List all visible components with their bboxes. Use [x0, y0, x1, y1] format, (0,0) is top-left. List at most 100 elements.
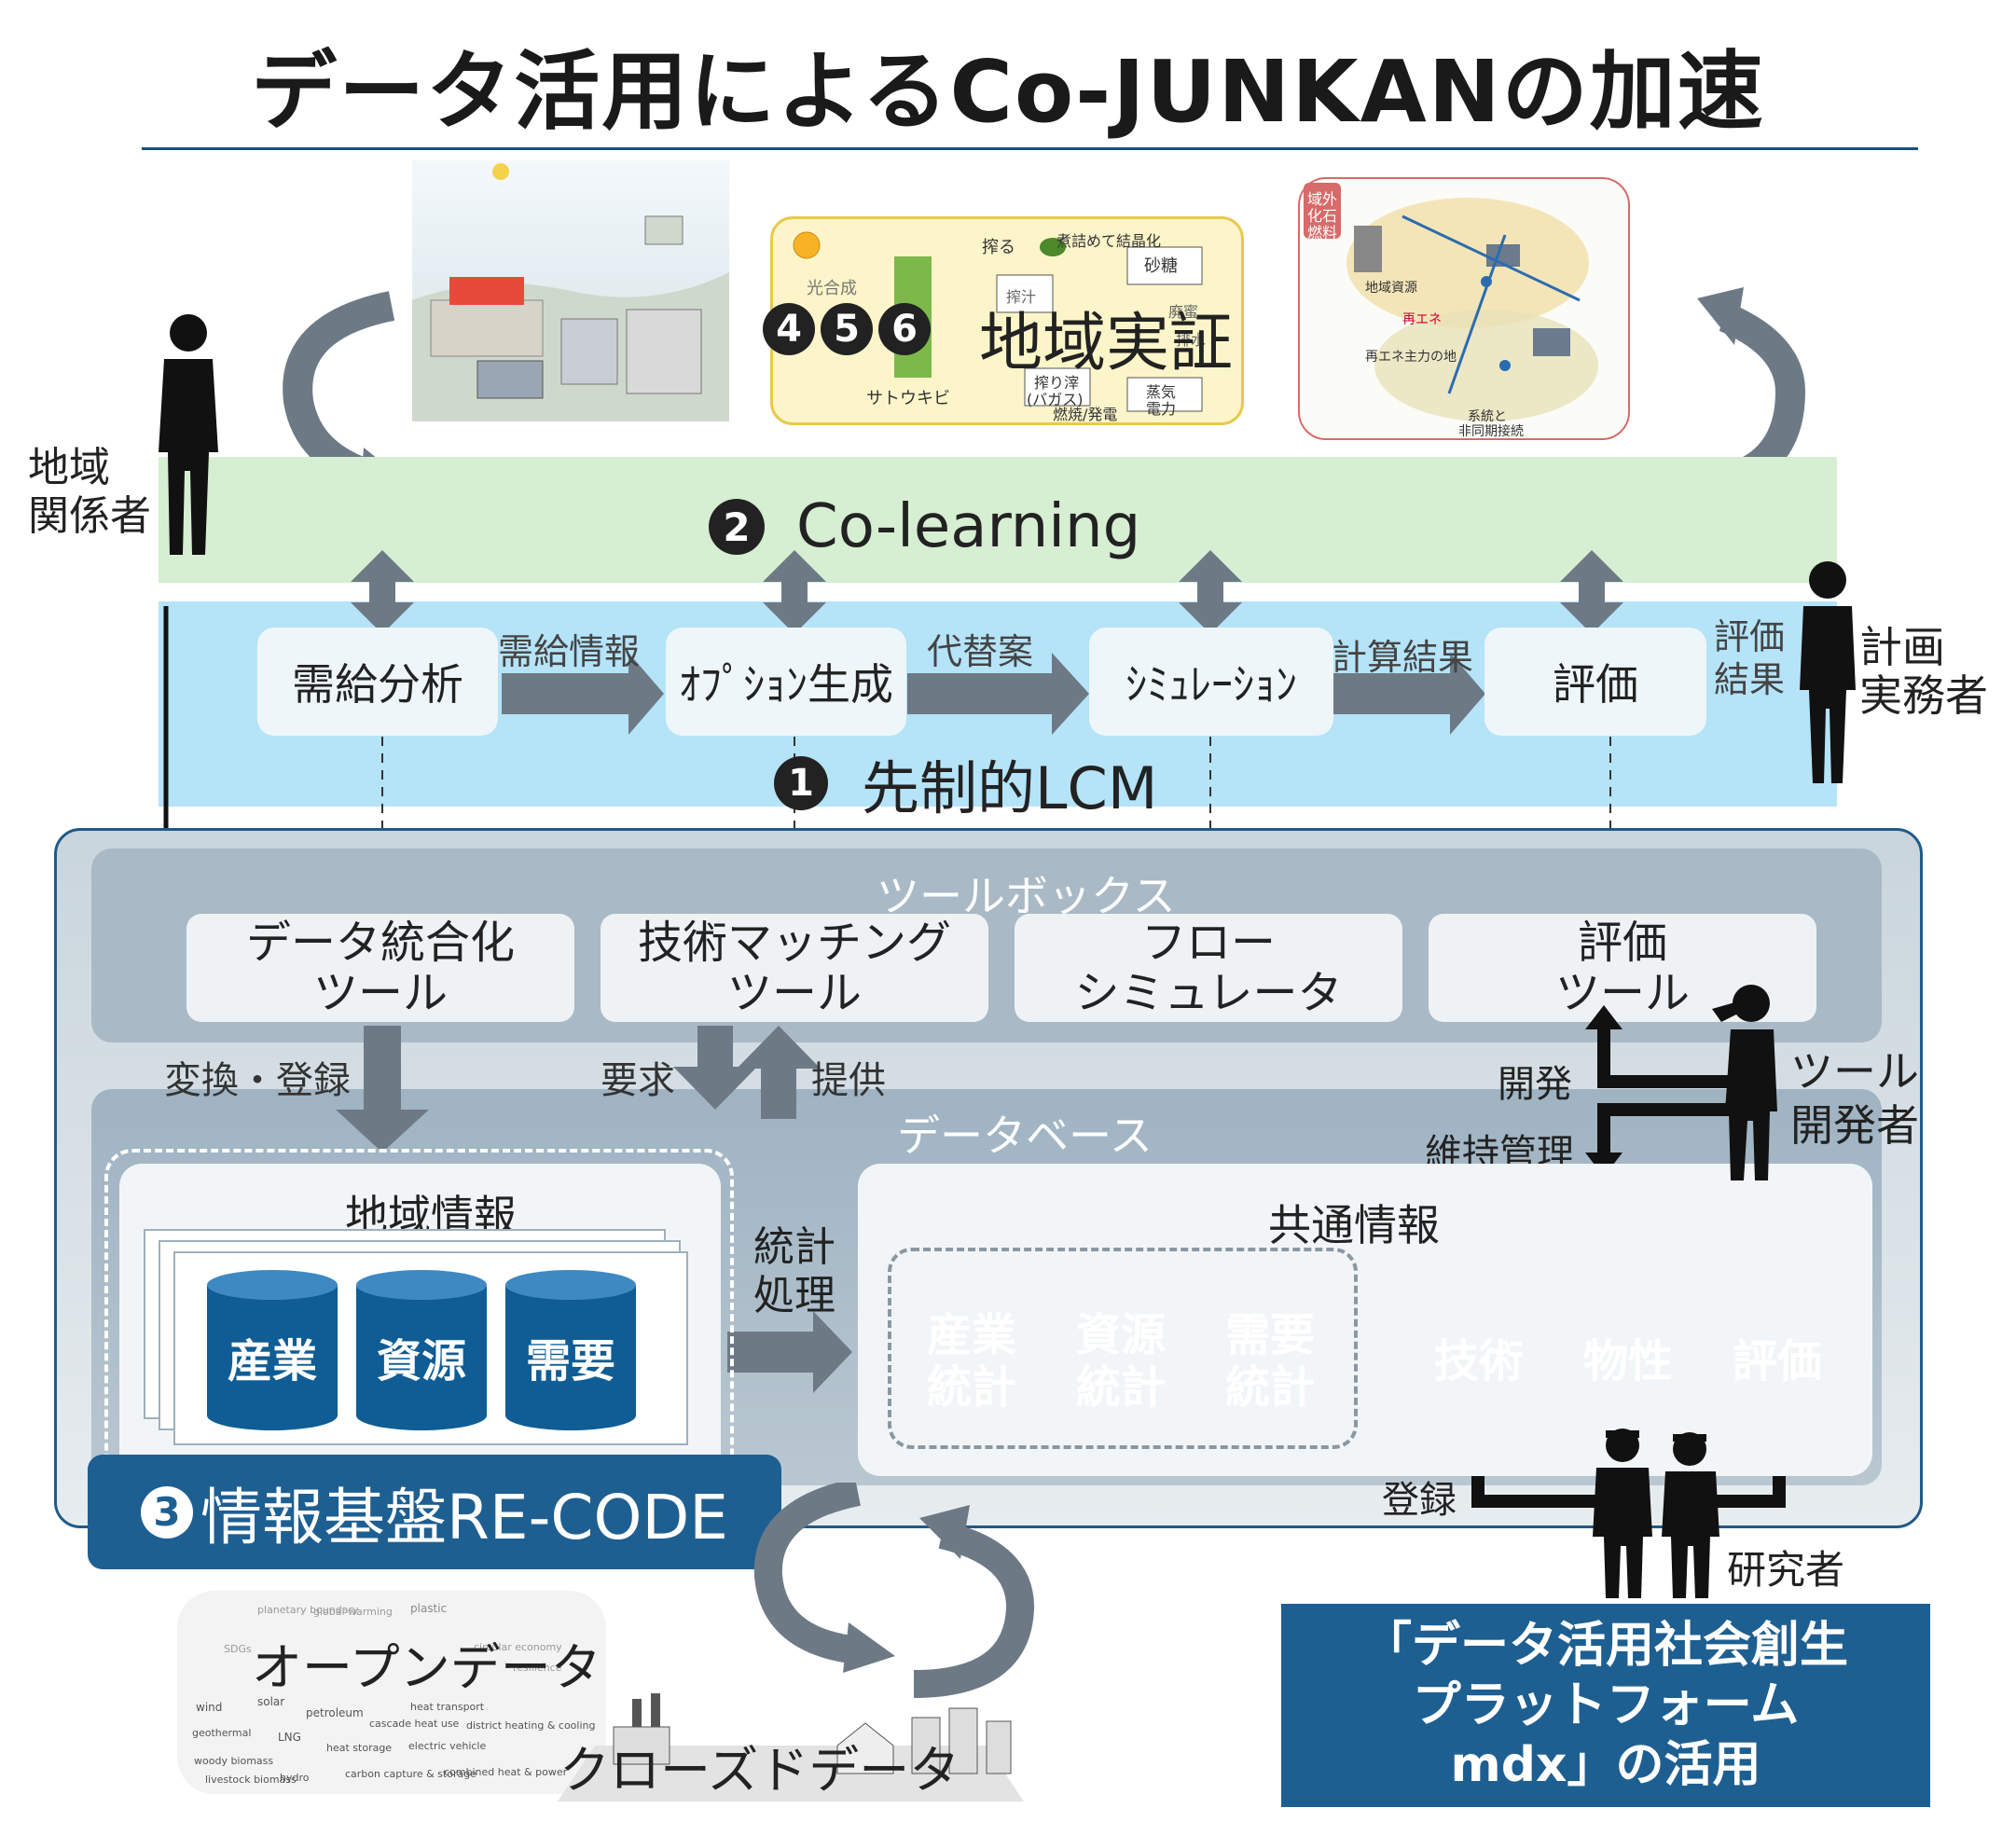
colearning-label: Co-learning [796, 492, 1141, 561]
mdx-line2: プラットフォーム [1412, 1677, 1800, 1733]
label-convert-register: 変換・登録 [164, 1059, 351, 1102]
label-request: 要求 [601, 1059, 675, 1102]
double-arrow-2 [763, 550, 826, 634]
planner-person-icon [1800, 561, 1856, 783]
process-label-bagasse: (バガス) [1027, 391, 1084, 408]
microgrid-thumbnail: 域外 化石 燃料 地域資源 再エネ 再エネ主力の地 系統と 非同期接続 [1298, 177, 1630, 440]
cloud-word-12: district heating & cooling [466, 1719, 596, 1732]
grid-label-system: 系統と [1468, 409, 1507, 424]
cylinder-properties-label: 物性 [1582, 1335, 1673, 1387]
cloud-word-13: geothermal [192, 1727, 252, 1739]
tool-developer-person-icon [1712, 985, 1777, 1180]
cloud-word-20: carbon capture & storage [345, 1768, 476, 1780]
stats-processing-line1: 統計 [753, 1223, 835, 1271]
badge-5: 5 [821, 303, 873, 355]
cylinder-resource-stats-label: 資源 統計 [1056, 1305, 1186, 1417]
process-label-juice: 搾汁 [1006, 288, 1037, 306]
cylinder-demand-label: 需要 [525, 1335, 615, 1387]
colearning-title: 2 Co-learning [709, 490, 1140, 564]
demo-badges: 4 5 6 [763, 297, 931, 362]
recode-label: 情報基盤RE-CODE [200, 1481, 728, 1553]
badge-6: 6 [878, 303, 931, 355]
lcm-label: 先制的LCM [862, 754, 1158, 822]
recode-label-box: 3 情報基盤RE-CODE [88, 1455, 781, 1569]
step-evaluation: 評価 [1484, 628, 1706, 736]
grid-label-fossil: 化石 [1307, 207, 1338, 225]
grid-label-fuel: 燃料 [1307, 224, 1338, 242]
cloud-word-2: global warming [313, 1606, 393, 1618]
stats-processing-label: 統計 処理 [753, 1223, 835, 1320]
tool-tech-matching-line1: 技術マッチング [637, 917, 951, 969]
cylinder-industry-stats-line2: 統計 [926, 1361, 1016, 1414]
title-underline [142, 147, 1918, 150]
process-label-molasses: 廃蜜 [1168, 303, 1199, 321]
mdx-line1: 「データ活用社会創生 [1362, 1618, 1848, 1674]
cloud-word-17: woody biomass [194, 1755, 274, 1767]
cylinder-demand-stats-line1: 需要 [1224, 1309, 1315, 1361]
cylinder-evaluation-label: 評価 [1732, 1335, 1822, 1387]
lcm-title: 1 先制的LCM [774, 746, 1157, 822]
process-label-squeeze: 搾る [982, 238, 1015, 257]
cylinder-demand-stats-label: 需要 統計 [1205, 1305, 1335, 1417]
toolbox-label: ツールボックス [877, 871, 1176, 921]
label-supply-demand-info: 需給情報 [498, 631, 641, 672]
common-info-label: 共通情報 [1268, 1200, 1440, 1250]
badge-1: 1 [774, 756, 828, 810]
mdx-line3: mdx」の活用 [1450, 1737, 1761, 1793]
cylinder-resource-stats-line2: 統計 [1075, 1361, 1166, 1414]
grid-label-renewable-main: 再エネ主力の地 [1365, 350, 1457, 365]
open-data-cloud: planetary boundary global warming plasti… [177, 1591, 606, 1794]
cloud-word-21: combined heat & power [444, 1766, 568, 1778]
label-provide: 提供 [811, 1059, 886, 1102]
step-arrow-1 [502, 653, 664, 735]
tool-evaluation-line2: ツール [1554, 967, 1690, 1019]
cloud-word-5: circular economy [474, 1641, 562, 1653]
cloud-word-9: petroleum [306, 1706, 364, 1719]
closed-data-illustration [539, 1690, 1043, 1811]
colearning-band [159, 457, 1837, 583]
stats-processing-line2: 処理 [753, 1272, 835, 1319]
cloud-word-19: hydro [280, 1772, 310, 1784]
provide-arrow [737, 1026, 821, 1119]
planner-label-line2: 実務者 [1859, 670, 1988, 721]
cloud-word-3: plastic [410, 1602, 448, 1615]
stakeholder-label-line1: 地域 [28, 444, 110, 491]
common-stats-dashed-group [888, 1248, 1358, 1449]
cloud-word-15: heat storage [326, 1742, 393, 1754]
tool-tech-matching: 技術マッチング ツール [601, 914, 988, 1022]
request-arrow [673, 1026, 757, 1110]
step-option-generation: ｵﾌﾟｼｮﾝ生成 [666, 628, 906, 736]
city-illustration [412, 160, 729, 421]
common-info-panel [858, 1164, 1872, 1476]
planner-label-line1: 計画 [1859, 622, 1945, 672]
cylinder-demand-stats-line2: 統計 [1224, 1361, 1315, 1414]
cylinder-industry [207, 1270, 338, 1430]
label-eval-results: 評価 結果 [1714, 615, 1785, 701]
regional-demo-label: 地域実証 [979, 307, 1234, 380]
circulation-arrow-lower-left [753, 1483, 895, 1673]
process-label-photosynthesis: 光合成 [807, 279, 857, 298]
tool-data-integration-line1: データ統合化 [245, 917, 515, 969]
tool-flow-simulator-line1: フロー [1140, 917, 1276, 969]
cloud-word-16: electric vehicle [408, 1740, 487, 1752]
cylinder-industry-stats-line1: 産業 [926, 1309, 1016, 1361]
tool-developer-label: ツール 開発者 [1790, 1044, 1919, 1153]
cloud-word-6: resilience [513, 1662, 562, 1674]
database-label: データベース [897, 1111, 1153, 1161]
tool-data-integration-line2: ツール [312, 967, 448, 1019]
label-calc-results: 計算結果 [1332, 637, 1474, 678]
badge-3: 3 [141, 1485, 194, 1539]
cylinder-industry-label: 産業 [227, 1335, 317, 1387]
tool-developer-label-line2: 開発者 [1790, 1100, 1919, 1151]
cylinder-demand [505, 1270, 636, 1430]
convert-arrow [336, 1026, 429, 1153]
tool-evaluation-line1: 評価 [1577, 917, 1667, 969]
cloud-word-10: heat transport [410, 1701, 485, 1713]
grid-label-local-resource: 地域資源 [1365, 281, 1417, 296]
process-label-combustion: 燃焼/発電 [1053, 406, 1118, 423]
grid-label-outside: 域外 [1307, 190, 1338, 208]
tool-developer-label-line1: ツール [1790, 1046, 1919, 1097]
tool-data-integration: データ統合化 ツール [186, 914, 574, 1022]
stats-arrow [727, 1311, 852, 1393]
